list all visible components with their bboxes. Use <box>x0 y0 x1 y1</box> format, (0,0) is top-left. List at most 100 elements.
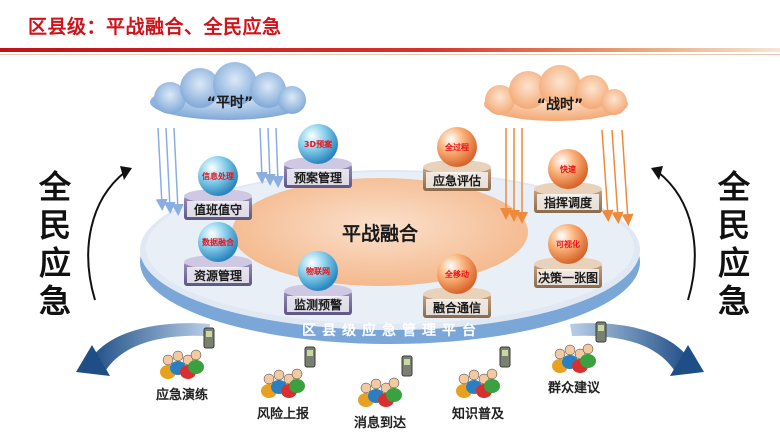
person-body <box>188 360 204 374</box>
curved-arrow-left <box>87 166 132 301</box>
side-char: 民 <box>717 206 750 244</box>
title-divider-thin <box>0 54 780 55</box>
curved-arrow-right <box>651 166 696 301</box>
person-body <box>484 379 500 393</box>
module-label-bg <box>426 299 488 315</box>
module-badge: 全移动 <box>444 269 469 279</box>
page-title: 区县级：平战融合、全民应急 <box>28 16 282 38</box>
module-label-bg <box>537 269 599 285</box>
orange-down-arrows <box>500 128 634 226</box>
person-head <box>554 348 566 360</box>
side-text-right: 全 民 应 急 <box>714 168 754 320</box>
side-char: 全 <box>38 168 71 206</box>
module-badge: 数据融合 <box>202 237 235 247</box>
module-sphere <box>298 124 338 164</box>
module-sphere <box>437 127 477 167</box>
person-head <box>468 369 480 381</box>
people-group-icon <box>456 346 511 398</box>
cloud-left: “平时” <box>150 62 306 120</box>
cloud-left-label: “平时” <box>207 94 253 111</box>
person-head <box>263 373 275 385</box>
module-label-bg <box>426 172 488 188</box>
bottom-arrow-left <box>76 323 210 376</box>
module-label-bg <box>187 267 249 283</box>
cloud-right-label: “战时” <box>537 96 583 113</box>
person-head <box>388 377 400 389</box>
person-head <box>291 368 303 380</box>
phone-screen <box>598 325 604 331</box>
module-label: 值班值守 <box>194 202 242 217</box>
side-char: 全 <box>717 168 750 206</box>
module-label: 资源管理 <box>194 268 242 283</box>
module-badge: 3D预案 <box>304 139 333 149</box>
module-label-bg <box>537 194 599 210</box>
people-label: 风险上报 <box>257 407 310 422</box>
people-group-icon <box>261 346 316 398</box>
side-char: 应 <box>717 244 750 282</box>
people-group-icon <box>552 321 607 373</box>
side-text-left: 全 民 应 急 <box>35 168 75 320</box>
cloud-right: “战时” <box>484 65 628 121</box>
people-label: 知识普及 <box>452 407 505 422</box>
module-label: 决策一张图 <box>538 270 598 285</box>
people-label: 应急演练 <box>156 388 209 403</box>
module-badge: 可视化 <box>556 239 580 249</box>
phone-screen <box>502 350 508 356</box>
person-head <box>360 382 372 394</box>
person-head <box>190 349 202 361</box>
person-body <box>289 379 305 393</box>
person-head <box>564 344 576 356</box>
module-sphere <box>548 149 588 189</box>
person-head <box>582 343 594 355</box>
title-divider <box>0 48 780 52</box>
module-node: 预案管理 3D预案 <box>284 124 352 188</box>
side-char: 急 <box>717 282 750 320</box>
blue-down-arrows <box>155 127 284 216</box>
module-sphere <box>198 222 238 262</box>
person-head <box>162 354 174 366</box>
module-label-bg <box>287 296 349 312</box>
center-label: 平战融合 <box>342 222 419 245</box>
person-head <box>172 350 184 362</box>
people-group-icon <box>160 327 215 379</box>
person-head <box>458 373 470 385</box>
module-label: 预案管理 <box>294 170 342 185</box>
module-badge: 物联网 <box>306 266 330 276</box>
platform-label: 区县级应急管理平台 <box>302 322 482 339</box>
module-badge: 全过程 <box>444 142 469 152</box>
module-label-bg <box>287 169 349 185</box>
phone-screen <box>307 350 313 356</box>
person-body <box>580 354 596 368</box>
module-label-bg <box>187 201 249 217</box>
side-char: 应 <box>38 244 71 282</box>
people-label: 消息到达 <box>354 416 407 431</box>
module-sphere <box>298 251 338 291</box>
phone-screen <box>206 331 212 337</box>
people-group-icon <box>358 355 413 407</box>
module-label: 应急评估 <box>433 173 481 188</box>
module-label: 融合通信 <box>433 300 481 315</box>
side-char: 民 <box>38 206 71 244</box>
person-head <box>273 369 285 381</box>
module-badge: 快速 <box>560 164 576 174</box>
module-label: 指挥调度 <box>544 195 593 210</box>
module-badge: 信息处理 <box>202 171 234 181</box>
phone-screen <box>404 359 410 365</box>
module-sphere <box>198 156 238 196</box>
person-head <box>370 378 382 390</box>
module-sphere <box>437 254 477 294</box>
person-head <box>486 368 498 380</box>
person-body <box>386 388 402 402</box>
people-label: 群众建议 <box>548 381 601 396</box>
module-sphere <box>548 224 588 264</box>
module-label: 监测预警 <box>294 297 342 312</box>
